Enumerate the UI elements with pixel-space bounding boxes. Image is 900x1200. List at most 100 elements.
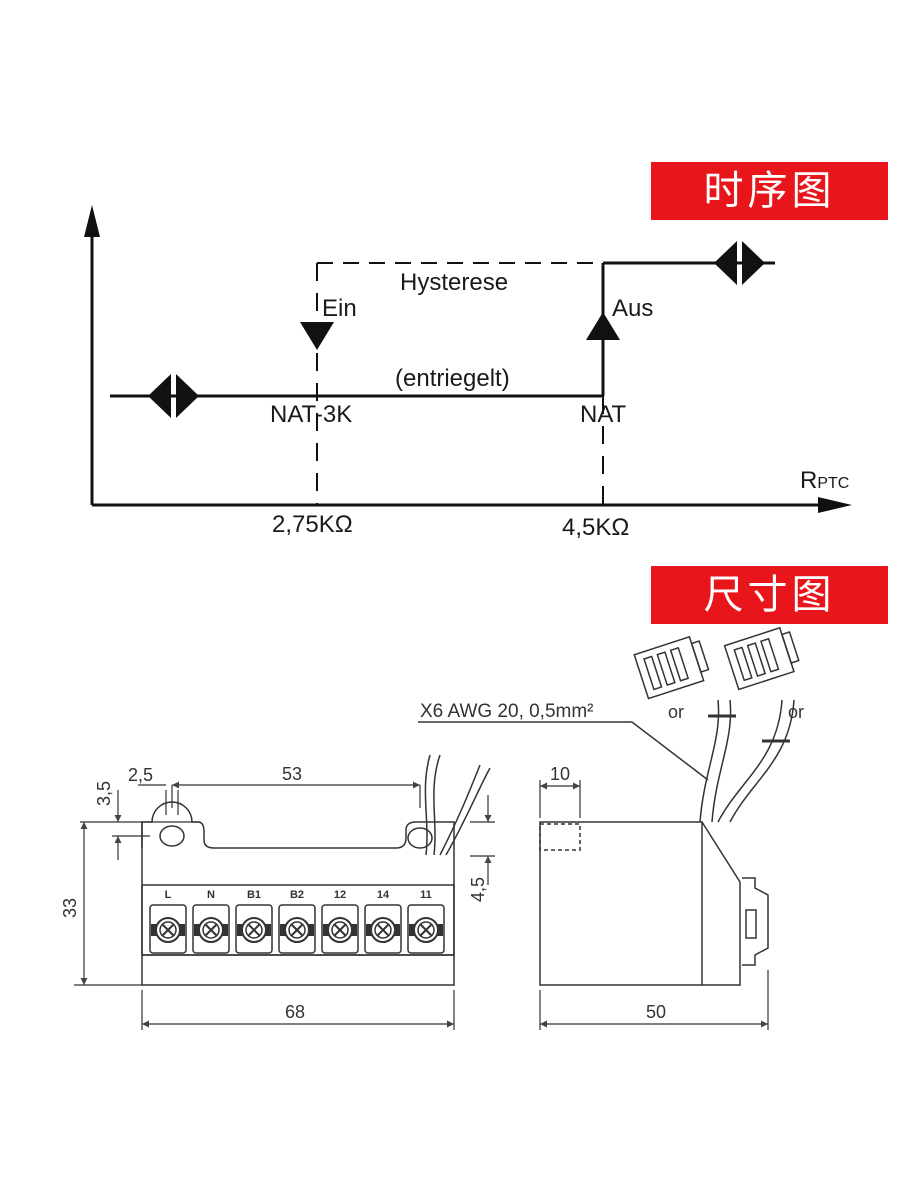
terminal-11: 11: [407, 889, 445, 954]
dimension-drawing-banner: 尺寸图: [651, 566, 888, 624]
dim-label-50: 50: [646, 1002, 666, 1022]
left-direction-marker-icon: [148, 374, 199, 418]
side-wire-3: [717, 699, 783, 823]
axis-label-r: R: [800, 467, 817, 494]
front-dimensions: [74, 781, 495, 1030]
screw-lug-right: [394, 924, 400, 936]
side-dimensions: [539, 780, 769, 1030]
unlocked-label: (entriegelt): [395, 365, 510, 392]
side-connector-detail: [745, 909, 757, 939]
dimension-drawing: X6 AWG 20, 0,5mm² L N B1 B2 12 14 11: [60, 626, 804, 1030]
terminal-label: N: [207, 889, 215, 901]
screw-slot: [204, 923, 218, 937]
dim-label-4-5: 4,5: [468, 877, 488, 902]
screw-lug-left: [194, 924, 200, 936]
connector-plug-2: [723, 626, 800, 691]
terminal-label: 11: [420, 889, 432, 901]
lower-threshold-label: NAT-3K: [270, 401, 352, 428]
off-arrow-icon: [586, 312, 620, 340]
terminal-group: L N B1 B2 12 14 11: [149, 889, 445, 954]
left-mounting-hole: [159, 825, 185, 847]
screw-head: [202, 921, 220, 939]
terminal-14: 14: [364, 889, 402, 954]
dim-label-2-5: 2,5: [128, 765, 153, 785]
lower-resistance-label: 2,75KΩ: [272, 511, 353, 538]
terminal-label: L: [165, 889, 172, 901]
front-wire-4: [445, 767, 491, 856]
side-body-outline: [539, 821, 703, 986]
side-wire-1: [699, 699, 720, 823]
screw-head: [288, 921, 306, 939]
dim-label-33: 33: [60, 898, 80, 918]
upper-resistance-label: 4,5KΩ: [562, 514, 629, 541]
screw-head: [331, 921, 349, 939]
on-arrow-icon: [300, 322, 334, 350]
terminal-housing: [149, 904, 187, 954]
front-view: L N B1 B2 12 14 11: [141, 754, 491, 986]
terminal-label: 14: [377, 889, 390, 901]
y-axis-arrowhead: [84, 205, 100, 237]
wire-spec-leader: [631, 721, 709, 781]
terminal-housing: [321, 904, 359, 954]
screw-head: [159, 921, 177, 939]
screw-lug-left: [151, 924, 157, 936]
screw-slot: [247, 923, 261, 937]
terminal-label: B1: [247, 889, 261, 901]
side-wire-2: [711, 699, 732, 823]
on-label: Ein: [322, 295, 357, 322]
front-body-outline: [141, 801, 455, 986]
terminal-housing: [192, 904, 230, 954]
screw-head: [417, 921, 435, 939]
terminal-12: 12: [321, 889, 359, 954]
dim-label-3-5: 3,5: [94, 781, 114, 806]
front-wire-2: [433, 754, 441, 856]
side-connector: [742, 877, 769, 966]
screw-head: [245, 921, 263, 939]
terminal-label: 12: [334, 889, 346, 901]
connector-plug-1: [633, 635, 710, 700]
alternative-label-2: or: [788, 702, 804, 722]
terminal-n: N: [192, 889, 230, 954]
svg-text:RPTC: RPTC: [800, 467, 849, 494]
front-wire-1: [424, 754, 431, 856]
screw-lug-left: [323, 924, 329, 936]
screw-lug-right: [437, 924, 443, 936]
terminal-housing: [364, 904, 402, 954]
timing-diagram-banner: 时序图: [651, 162, 888, 220]
screw-head: [374, 921, 392, 939]
x-axis-arrowhead: [818, 497, 852, 513]
terminal-l: L: [149, 889, 187, 954]
screw-slot: [333, 923, 347, 937]
wire-spec-label: X6 AWG 20, 0,5mm²: [420, 701, 594, 722]
screw-lug-right: [222, 924, 228, 936]
terminal-housing: [407, 904, 445, 954]
dim-label-10: 10: [550, 764, 570, 784]
terminal-housing: [278, 904, 316, 954]
right-mounting-hole: [407, 827, 433, 849]
screw-lug-right: [308, 924, 314, 936]
screw-lug-left: [366, 924, 372, 936]
terminal-housing: [235, 904, 273, 954]
side-view: or or: [539, 626, 804, 986]
screw-lug-left: [280, 924, 286, 936]
screw-slot: [376, 923, 390, 937]
timing-diagram: RPTC: [84, 205, 852, 541]
dim-label-68: 68: [285, 1002, 305, 1022]
hysteresis-label: Hysterese: [400, 269, 508, 296]
right-direction-marker-icon: [714, 241, 765, 285]
screw-lug-right: [265, 924, 271, 936]
terminal-label: B2: [290, 889, 304, 901]
terminal-b2: B2: [278, 889, 316, 954]
off-label: Aus: [612, 295, 653, 322]
screw-lug-right: [179, 924, 185, 936]
upper-threshold-label: NAT: [580, 401, 627, 428]
side-wire-4: [729, 699, 795, 823]
axes: [84, 205, 852, 513]
screw-slot: [419, 923, 433, 937]
screw-lug-left: [409, 924, 415, 936]
axis-label-ptc: PTC: [817, 475, 849, 492]
dimension-labels: 53 2,5 3,5 33 4,5 68 10 50: [60, 764, 666, 1022]
side-angled-cover: [701, 821, 741, 986]
